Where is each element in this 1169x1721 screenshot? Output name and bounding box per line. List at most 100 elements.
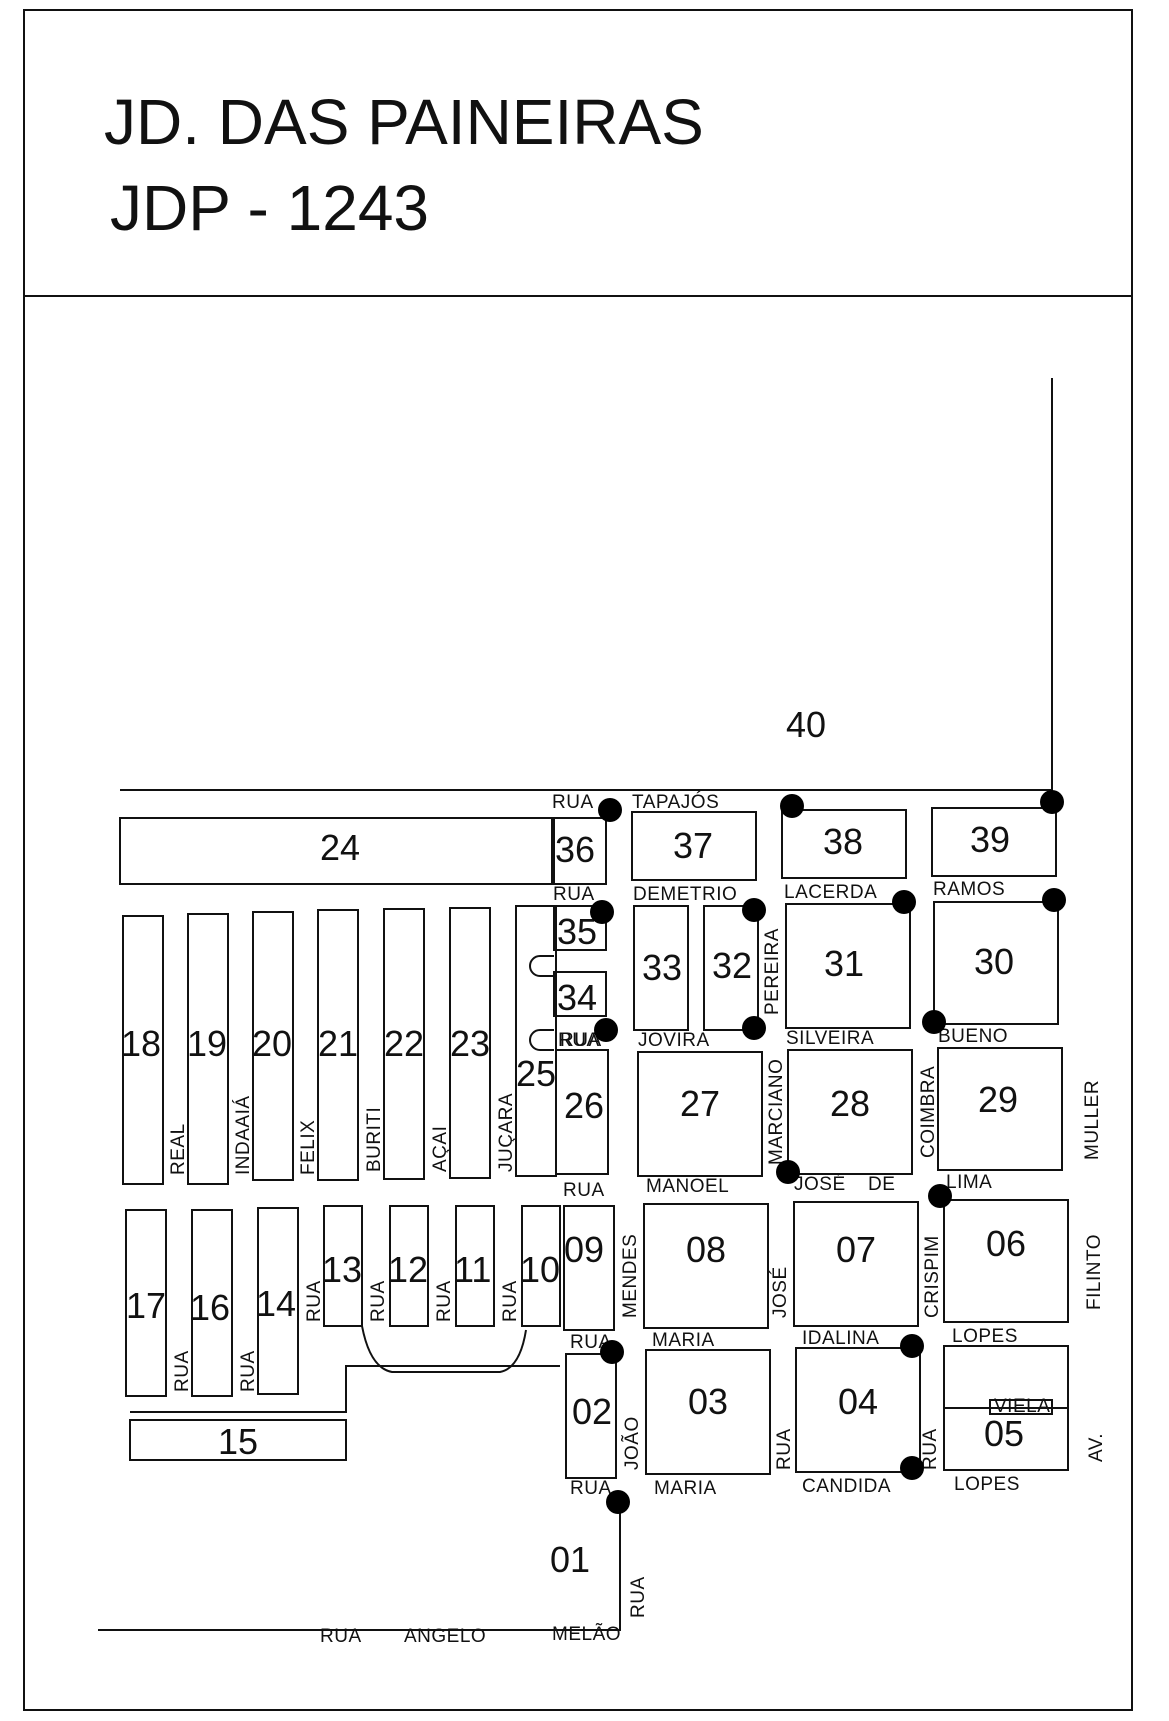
block-10: 10 [520,1205,561,1327]
marker-dot [1042,888,1066,912]
block-23: 23 [449,907,491,1179]
marker-dot [892,890,916,914]
block-14: 14 [256,1207,299,1395]
street-pereira: PEREIRA [762,928,783,1015]
block-18: 18 [121,915,164,1185]
block-31: 31 [785,903,911,1029]
block-19: 19 [187,913,229,1185]
block-36: 36 [551,817,607,885]
street-rua-14: RUA [238,1350,259,1392]
street-lopes-top: LOPES [952,1326,1018,1347]
block-04: 04 [795,1347,921,1473]
block-32: 32 [703,905,759,1031]
street-de: DE [868,1174,895,1195]
block-07: 07 [793,1201,919,1327]
street-buriti: BURITI [364,1107,385,1172]
svg-text:06: 06 [986,1223,1026,1264]
street-lima: LIMA [946,1172,992,1193]
street-lacerda: LACERDA [784,882,877,903]
map-code: JDP - 1243 [110,172,429,244]
street-indaaia: INDAAIÁ [233,1095,254,1175]
street-rua-12: RUA [368,1280,389,1322]
block-29: 29 [937,1047,1063,1171]
street-maria-top: MARIA [652,1330,715,1351]
marker-dot [780,794,804,818]
block-02: 02 [565,1353,617,1479]
marker-dot [594,1018,618,1042]
block-05: 05 [943,1345,1069,1471]
svg-text:29: 29 [978,1079,1018,1120]
street-jose: JOSÉ [770,1266,791,1318]
svg-text:37: 37 [673,825,713,866]
svg-text:28: 28 [830,1083,870,1124]
svg-text:17: 17 [126,1285,166,1326]
svg-text:33: 33 [642,947,682,988]
street-rua-top: RUA [552,792,594,813]
cul-de-sac-curve [361,1325,527,1373]
street-viela: VIELA [994,1396,1050,1417]
street-candida: CANDIDA [802,1476,891,1497]
street-rua-10: RUA [500,1280,521,1322]
block-16: 16 [190,1209,233,1397]
block-13: 13 [322,1205,363,1327]
street-muller: MULLER [1082,1080,1103,1160]
marker-dot [600,1340,624,1364]
svg-text:19: 19 [187,1023,227,1064]
street-bueno: BUENO [938,1026,1008,1047]
svg-text:36: 36 [555,829,595,870]
street-melao: MELÃO [552,1623,621,1645]
svg-text:15: 15 [218,1421,258,1462]
svg-text:13: 13 [322,1249,362,1290]
marker-dot [606,1490,630,1514]
street-rua-manoel: RUA [563,1180,605,1201]
svg-text:22: 22 [384,1023,424,1064]
marker-dot [922,1010,946,1034]
block-27: 27 [637,1051,763,1177]
svg-text:12: 12 [388,1249,428,1290]
street-mendes: MENDES [620,1234,641,1318]
street-rua-01: RUA [628,1576,649,1618]
street-joao: JOÃO [621,1416,643,1470]
block-35: 35 [553,905,607,952]
svg-text:35: 35 [557,911,597,952]
svg-text:01: 01 [550,1539,590,1580]
svg-text:08: 08 [686,1229,726,1270]
svg-text:10: 10 [520,1249,560,1290]
block-30: 30 [933,901,1059,1025]
block-12: 12 [388,1205,429,1327]
marker-dot [590,900,614,924]
svg-text:24: 24 [320,827,360,868]
svg-text:07: 07 [836,1229,876,1270]
street-jucara: JUÇARA [496,1093,517,1172]
street-manoel: MANOEL [646,1176,729,1197]
block-22: 22 [383,908,425,1180]
road-edge [130,1365,560,1413]
svg-text:34: 34 [557,977,597,1018]
svg-text:40: 40 [786,704,826,745]
street-angelo: ANGELO [404,1626,486,1647]
marker-dot [776,1160,800,1184]
block-21: 21 [317,909,359,1181]
block-39: 39 [931,807,1057,877]
svg-text:20: 20 [252,1023,292,1064]
svg-text:23: 23 [450,1023,490,1064]
cul-de-sac-loop [529,955,554,977]
street-rua-jovira: RUA [560,1030,602,1051]
block-34: 34 [553,971,607,1018]
marker-dot [900,1456,924,1480]
svg-text:32: 32 [712,945,752,986]
street-crispim: CRISPIM [922,1235,943,1318]
block-08: 08 [643,1203,769,1329]
block-06: 06 [943,1199,1069,1323]
marker-dot [1040,790,1064,814]
street-maria-bottom: MARIA [654,1478,717,1499]
block-09: 09 [563,1205,615,1331]
svg-text:16: 16 [190,1287,230,1328]
street-rua-11: RUA [434,1280,455,1322]
svg-text:30: 30 [974,941,1014,982]
svg-text:25: 25 [516,1053,556,1094]
block-25: 25 [515,905,557,1177]
marker-dot [928,1184,952,1208]
block-01: 01 [98,1506,621,1631]
